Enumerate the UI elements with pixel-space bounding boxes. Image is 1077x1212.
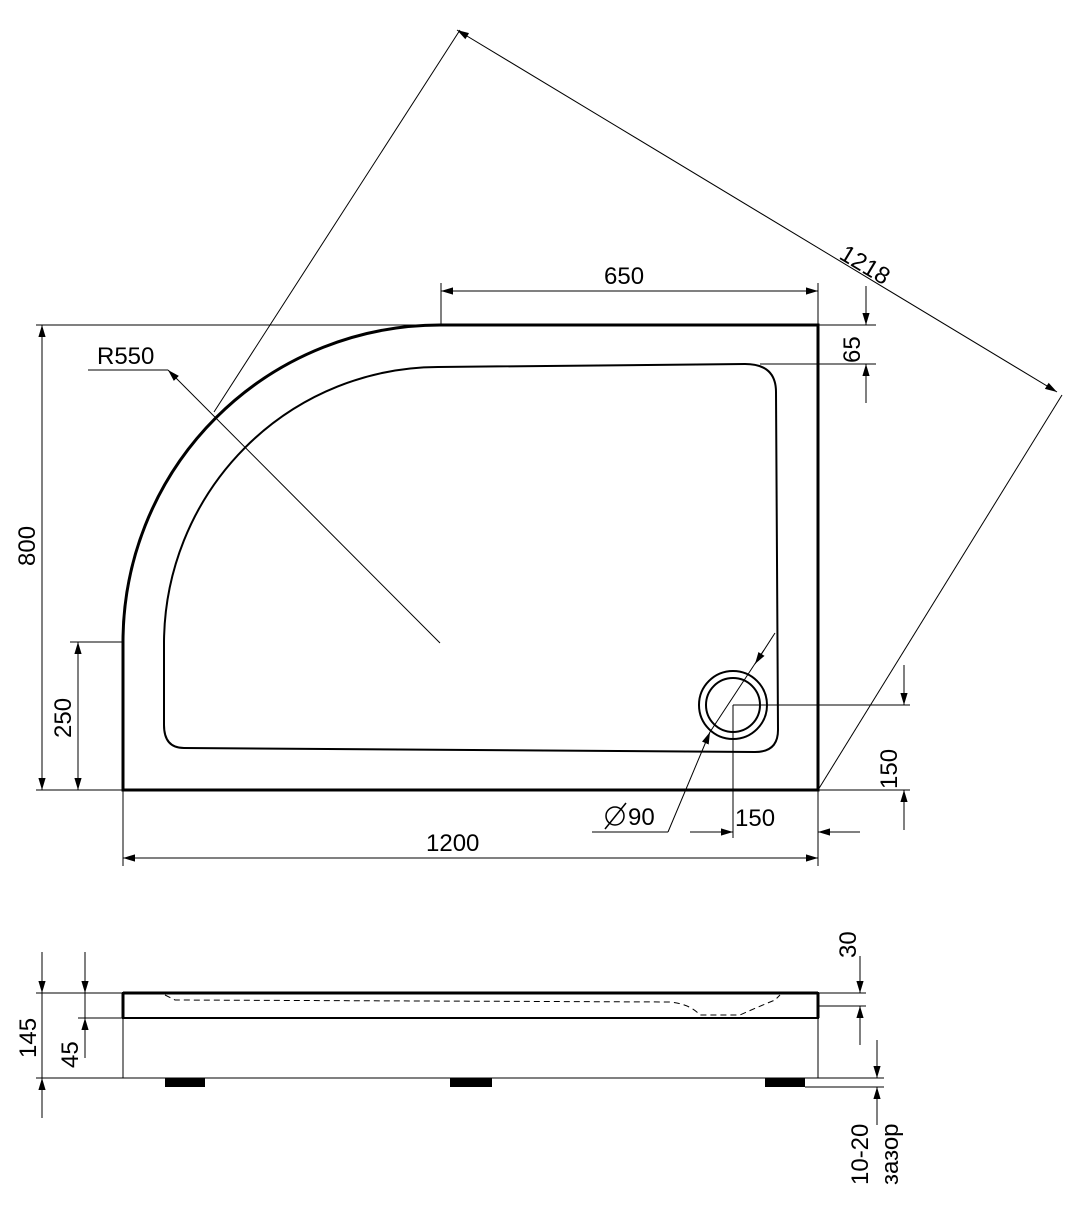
foot-left — [165, 1078, 205, 1087]
radius-label: R550 — [97, 343, 154, 370]
gap-value-label: 10-20 — [847, 1124, 874, 1185]
rim-width-label: 65 — [839, 336, 866, 363]
rim-height-label: 30 — [835, 931, 862, 958]
body-height-label: 45 — [57, 1041, 84, 1068]
side-view: 145 45 30 10-20 зазор — [15, 931, 904, 1185]
diagonal-label: 1218 — [835, 240, 895, 291]
diagonal-dimension-line — [456, 29, 1058, 393]
straight-side-label: 250 — [50, 698, 77, 738]
top-view: R550 1218 650 65 800 250 1200 — [14, 29, 1063, 866]
diameter-leader — [667, 731, 711, 833]
depth-label: 800 — [14, 526, 41, 566]
drain-offset-x-label: 150 — [735, 805, 775, 832]
inner-basin — [163, 362, 780, 754]
side-rim — [122, 992, 819, 1019]
diagonal-extension-right — [817, 394, 1063, 791]
foot-middle — [450, 1078, 492, 1087]
diameter-arrow-upper — [754, 632, 776, 665]
diagonal-extension-left — [213, 29, 461, 413]
tray-outline — [121, 323, 820, 792]
diameter-icon — [604, 802, 627, 830]
total-width-label: 1200 — [426, 830, 479, 857]
total-height-label: 145 — [15, 1018, 42, 1058]
drain-offset-y-label: 150 — [876, 749, 903, 789]
drain-diameter-label: 90 — [628, 804, 655, 831]
radius-line — [167, 369, 441, 644]
gap-word-label: зазор — [877, 1123, 904, 1185]
hidden-basin-line — [164, 994, 781, 1016]
top-width-label: 650 — [604, 263, 644, 290]
foot-right — [765, 1078, 805, 1087]
